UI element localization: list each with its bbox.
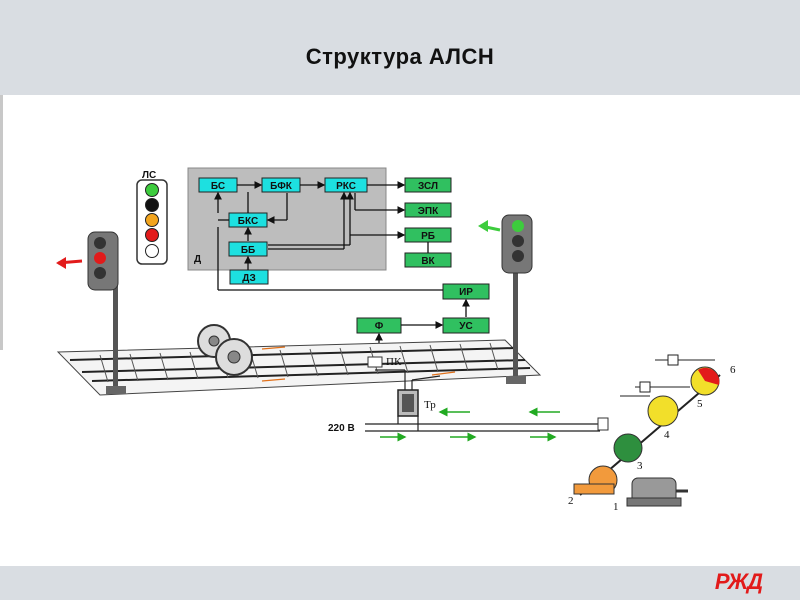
voltage-label: 220 В	[328, 423, 355, 434]
part-number-6: 6	[730, 364, 736, 376]
part-number-5: 5	[697, 398, 703, 410]
slide-title: Структура АЛСН	[305, 44, 495, 69]
railway-track	[56, 339, 542, 396]
pk-coil: ПК	[367, 356, 402, 368]
code-transmitter: 6 5 4 3 2 1	[568, 354, 736, 513]
block-bfk-label: БФК	[270, 181, 293, 192]
part-number-1: 1	[613, 501, 619, 513]
green-current-arrows	[380, 407, 560, 442]
left-wayside-signal	[56, 231, 126, 394]
block-rks-label: РКС	[336, 181, 356, 192]
block-zsl-label: ЗСЛ	[418, 181, 438, 192]
block-rb-label: РБ	[421, 231, 435, 242]
lamp-green	[145, 183, 159, 197]
wheelset	[197, 324, 253, 376]
cam-5	[647, 395, 679, 427]
lamp-white	[145, 244, 159, 258]
transformer: Тр	[397, 389, 436, 417]
block-f-label: Ф	[375, 321, 384, 332]
rzd-logo: РЖД	[714, 569, 763, 594]
worm-shaft-2	[573, 483, 615, 495]
part-number-4: 4	[664, 429, 670, 441]
panel-label: Д	[194, 254, 201, 265]
block-ir-label: ИР	[459, 287, 473, 298]
cam-4	[613, 433, 643, 463]
block-vk-label: ВК	[421, 256, 435, 267]
alsn-diagram: Д ЛС БС БФК РКС БКС ББ ДЗ ЗСЛ ЭПК РБ ВК …	[0, 95, 736, 513]
block-dz-label: ДЗ	[242, 273, 256, 284]
locomotive-signal-label: ЛС	[142, 170, 156, 181]
block-bb-label: ББ	[241, 245, 255, 256]
slide-header	[0, 0, 800, 95]
block-us-label: УС	[459, 321, 472, 332]
connection-lines	[214, 181, 470, 356]
part-number-2: 2	[568, 495, 574, 507]
lamp-yellow-red	[145, 213, 159, 227]
block-bs-label: БС	[211, 181, 225, 192]
lamp-black	[145, 198, 159, 212]
block-epk-label: ЭПК	[418, 206, 439, 217]
current-arrows	[261, 346, 456, 382]
left-edge-strip	[0, 95, 3, 350]
right-wayside-signal	[478, 214, 533, 384]
pk-label: ПК	[386, 356, 402, 368]
power-lines	[365, 369, 600, 432]
lamp-red	[145, 228, 159, 242]
block-dz	[229, 269, 269, 285]
block-bks-label: БКС	[238, 216, 258, 227]
locomotive-signal	[136, 179, 168, 265]
part-number-3: 3	[637, 460, 643, 472]
transformer-label: Тр	[424, 399, 436, 411]
slide-footer	[0, 566, 800, 600]
